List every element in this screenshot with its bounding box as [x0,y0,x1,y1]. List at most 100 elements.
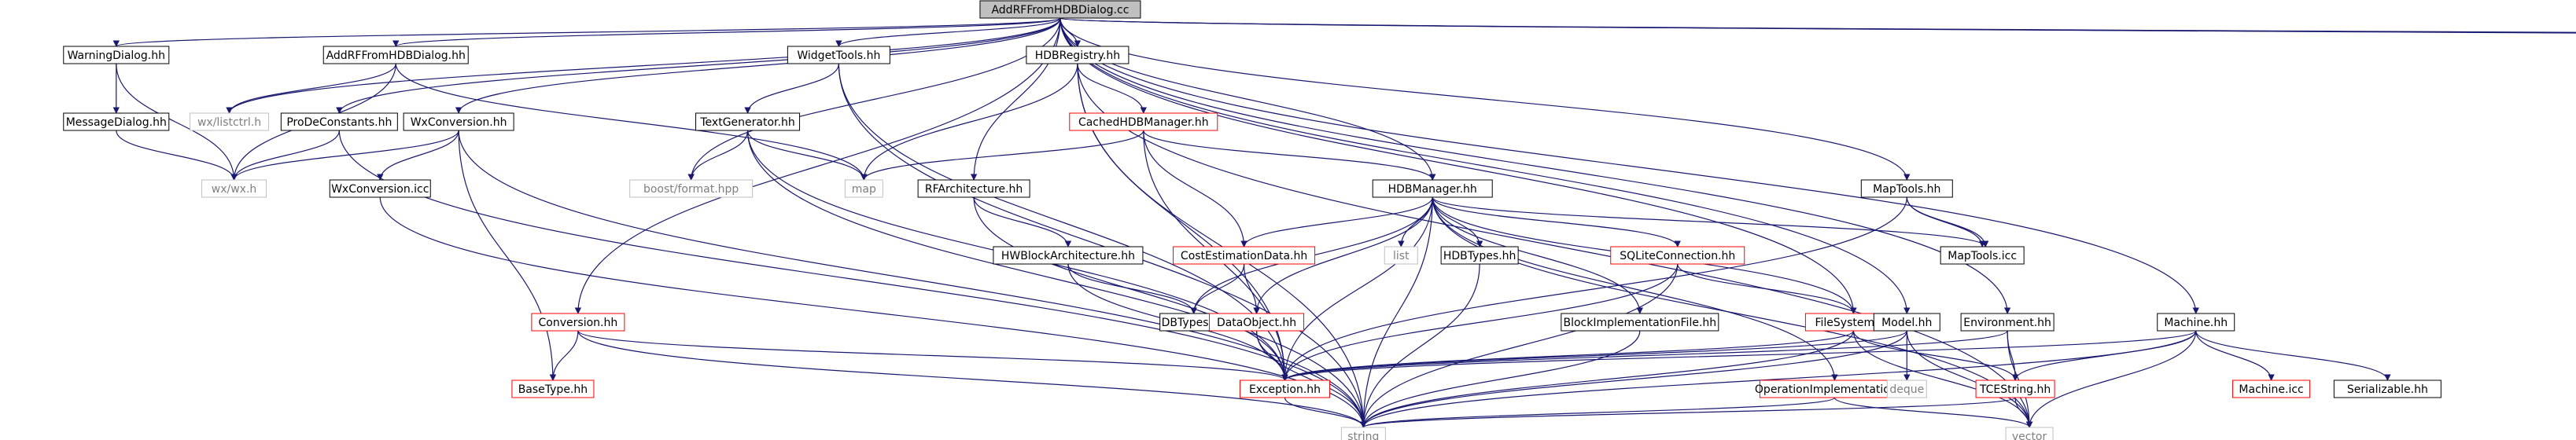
file-node-label: AddRFFromHDBDialog.cc [991,4,1129,16]
file-node-textgen[interactable]: TextGenerator.hh [695,112,801,131]
dependency-edge [1432,196,1838,381]
dependency-edge [1906,196,1989,248]
file-node-box [329,179,431,198]
dependency-edge [687,17,1061,181]
dependency-edge [687,130,749,181]
dependency-edge [1281,330,2197,381]
file-node-addrfhh[interactable]: AddRFFromHDBDialog.hh [322,46,469,64]
file-node-machine[interactable]: Machine.hh [2157,313,2235,332]
file-node-label: wx/listctrl.h [197,116,261,129]
dependency-edge [116,63,238,181]
file-node-string: string [1340,427,1386,440]
file-node-msgdlg[interactable]: MessageDialog.hh [63,112,170,131]
file-node-box [2157,313,2235,332]
file-node-box [403,112,514,131]
dependency-edge [458,130,557,381]
dependency-edge [1281,330,2008,381]
file-node-environment[interactable]: Environment.hh [1960,313,2055,332]
file-node-hdbreg[interactable]: HDBRegistry.hh [1026,46,1130,64]
file-node-label: string [1347,431,1379,440]
dependency-edge [1281,196,1433,381]
file-node-wxconv[interactable]: WxConversion.hh [403,112,514,131]
dependency-edge [113,17,1061,47]
dependency-edge [392,17,1061,47]
file-node-tcestring[interactable]: TCEString.hh [1975,380,2055,398]
file-node-label: wx/wx.h [212,183,257,196]
dependency-edge [1060,17,1911,314]
dependency-edge [1190,263,1245,314]
file-node-machineicc[interactable]: Machine.icc [2232,380,2311,398]
file-node-sqlite[interactable]: SQLiteConnection.hh [1610,246,1745,265]
file-node-wxconvicc[interactable]: WxConversion.icc [329,179,431,198]
file-node-box [1026,46,1130,64]
file-node-label: Machine.hh [2164,317,2228,329]
file-node-warning[interactable]: WarningDialog.hh [63,46,170,64]
dependency-edge [1060,17,1436,181]
file-node-wxlist: wx/listctrl.h [190,112,270,131]
file-node-box [1975,380,2055,398]
file-node-deque: deque [1886,380,1927,398]
dependency-edge [574,17,1061,314]
dependency-edge [1360,397,2016,428]
file-node-wxwx: wx/wx.h [201,179,267,198]
dependency-edge [1398,196,1433,248]
file-node-label: TextGenerator.hh [699,116,794,129]
dependency-edge [838,63,1288,381]
dependency-edge [2195,330,2391,381]
file-node-conversion[interactable]: Conversion.hh [531,313,625,332]
file-node-hdbman[interactable]: HDBManager.hh [1372,179,1493,198]
dependency-edge [1432,196,1483,248]
file-node-basetype[interactable]: BaseType.hh [511,380,595,398]
file-node-box [1209,313,1305,332]
file-node-box [1440,246,1519,265]
file-node-rfarch[interactable]: RFArchitecture.hh [917,179,1030,198]
dependency-edge [226,63,396,114]
file-node-widget[interactable]: WidgetTools.hh [787,46,890,64]
file-node-label: WxConversion.icc [331,183,429,196]
file-node-label: MapTools.hh [1873,183,1940,196]
file-node-box [63,112,170,131]
file-node-box [1940,246,2025,265]
file-node-cached[interactable]: CachedHDBManager.hh [1069,112,1218,131]
dependency-edge [1284,397,1367,428]
file-node-label: CachedHDBManager.hh [1078,116,1209,129]
file-node-model[interactable]: Model.hh [1873,313,1940,332]
dependency-edge [2007,330,2019,381]
file-node-label: HDBManager.hh [1388,183,1477,196]
file-node-box [917,179,1030,198]
file-node-box [2333,380,2441,398]
file-node-serializable[interactable]: Serializable.hh [2333,380,2441,398]
dependency-edge [1432,196,1681,248]
file-node-box [1886,380,1927,398]
file-node-box [63,46,170,64]
dependency-edge [1281,330,1907,381]
file-node-label: WarningDialog.hh [68,50,165,62]
file-node-label: WxConversion.hh [411,116,507,129]
file-node-label: boost/format.hpp [643,183,739,196]
file-node-box [993,246,1144,265]
file-node-maptoolsicc[interactable]: MapTools.icc [1940,246,2025,265]
file-node-label: AddRFFromHDBDialog.hh [326,50,466,62]
file-node-label: Conversion.hh [539,317,618,329]
file-node-opimpl[interactable]: OperationImplementation.hh [1755,380,1914,398]
dependency-edge [1852,330,2019,381]
file-node-hdbtypes[interactable]: HDBTypes.hh [1440,246,1519,265]
file-node-dataobj[interactable]: DataObject.hh [1209,313,1305,332]
file-node-prode[interactable]: ProDeConstants.hh [280,112,398,131]
file-node-label: ProDeConstants.hh [286,116,392,129]
file-node-exception[interactable]: Exception.hh [1240,380,1331,398]
file-node-box [1610,246,1745,265]
dependency-edge [1906,196,1986,248]
file-node-maptools[interactable]: MapTools.hh [1860,179,1953,198]
file-node-label: list [1393,250,1410,262]
dependency-edge [1432,196,1643,314]
file-node-blockimpl[interactable]: BlockImplementationFile.hh [1561,313,1719,332]
file-node-box [1960,313,2055,332]
file-node-hwblock[interactable]: HWBlockArchitecture.hh [993,246,1144,265]
file-node-costest[interactable]: CostEstimationData.hh [1173,246,1316,265]
file-node-box [1173,246,1316,265]
dependency-edge [1906,330,2033,428]
dependency-edge [1060,17,2576,33]
